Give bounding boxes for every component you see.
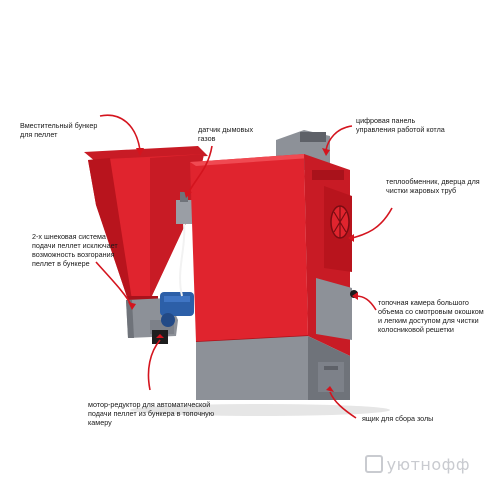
gear-motor — [152, 292, 194, 344]
watermark: уютнофф — [364, 455, 470, 474]
label-firebox: топочная камера большого объема со смотр… — [378, 298, 484, 334]
arrow-control-panel — [325, 125, 353, 151]
arrow-smoke-sensor — [187, 145, 213, 195]
arrow-heat-exchanger — [351, 207, 393, 239]
label-screw-system: 2-х шнековая система подачи пеллет исклю… — [32, 232, 118, 268]
boiler-body — [190, 130, 358, 400]
label-ash-box: ящик для сбора золы — [362, 414, 434, 423]
pellet-hopper — [84, 146, 208, 304]
smoke-sensor — [176, 192, 192, 297]
label-hopper: Вместительный бункер для пеллет — [20, 121, 98, 139]
label-gear-motor: мотор-редуктор для автоматической подачи… — [88, 400, 215, 427]
arrow-gear-motor — [147, 339, 161, 391]
arrow-firebox — [355, 295, 377, 311]
watermark-text: уютнофф — [386, 455, 470, 474]
arrow-ash-box — [329, 391, 357, 419]
label-smoke-sensor: датчик дымовых газов — [198, 125, 254, 143]
arrow-hopper — [99, 114, 141, 151]
watermark-logo-icon — [364, 455, 383, 473]
label-control-panel: цифровая панель управления работой котла — [356, 116, 445, 134]
arrow-heads — [128, 148, 358, 392]
label-heat-exchanger: теплообменник, дверца для чистки жаровых… — [386, 177, 480, 195]
annotation-arrows — [95, 114, 393, 419]
